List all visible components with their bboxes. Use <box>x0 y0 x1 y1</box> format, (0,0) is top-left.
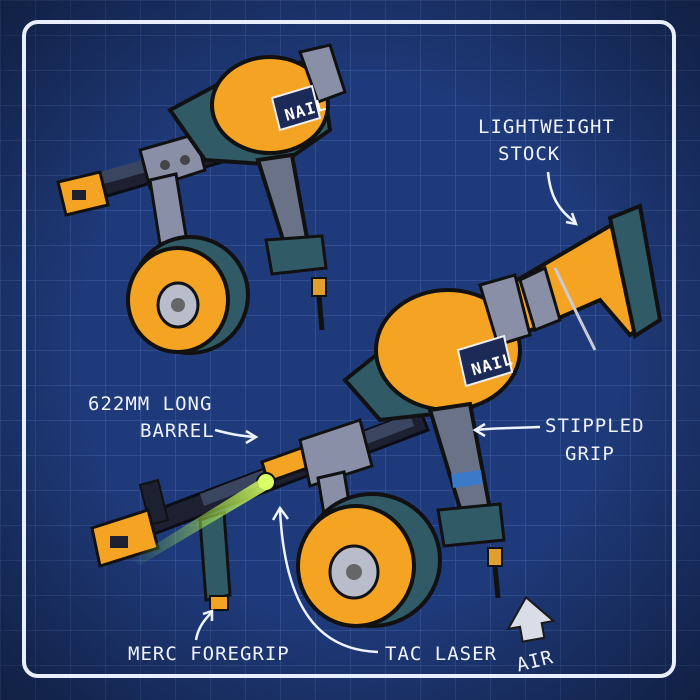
nailgun-top: NAIL <box>56 43 347 355</box>
grip-label-line2: GRIP <box>565 443 615 465</box>
foregrip-label: MERC FOREGRIP <box>128 643 290 665</box>
air-arrow-icon <box>506 595 556 643</box>
frame-border <box>22 20 676 678</box>
grip-arrow <box>475 425 541 432</box>
barrel-label-line2: BARREL <box>140 420 215 442</box>
annotations: LIGHTWEIGHT STOCK 622MM LONG BARREL STIP… <box>88 116 645 676</box>
barrel-label-line1: 622MM LONG <box>88 393 212 415</box>
grip-label-line1: STIPPLED <box>545 415 645 437</box>
stock-label-line2: STOCK <box>498 143 560 165</box>
barrel-arrow <box>214 428 256 439</box>
stock-arrow <box>546 171 576 224</box>
nailgun-bottom: NAIL <box>90 203 663 628</box>
laser-arrow <box>278 509 379 654</box>
foregrip-arrow <box>194 611 213 641</box>
stock-label-line1: LIGHTWEIGHT <box>478 116 615 138</box>
laser-label: TAC LASER <box>385 643 497 665</box>
laser-beam <box>130 478 270 565</box>
